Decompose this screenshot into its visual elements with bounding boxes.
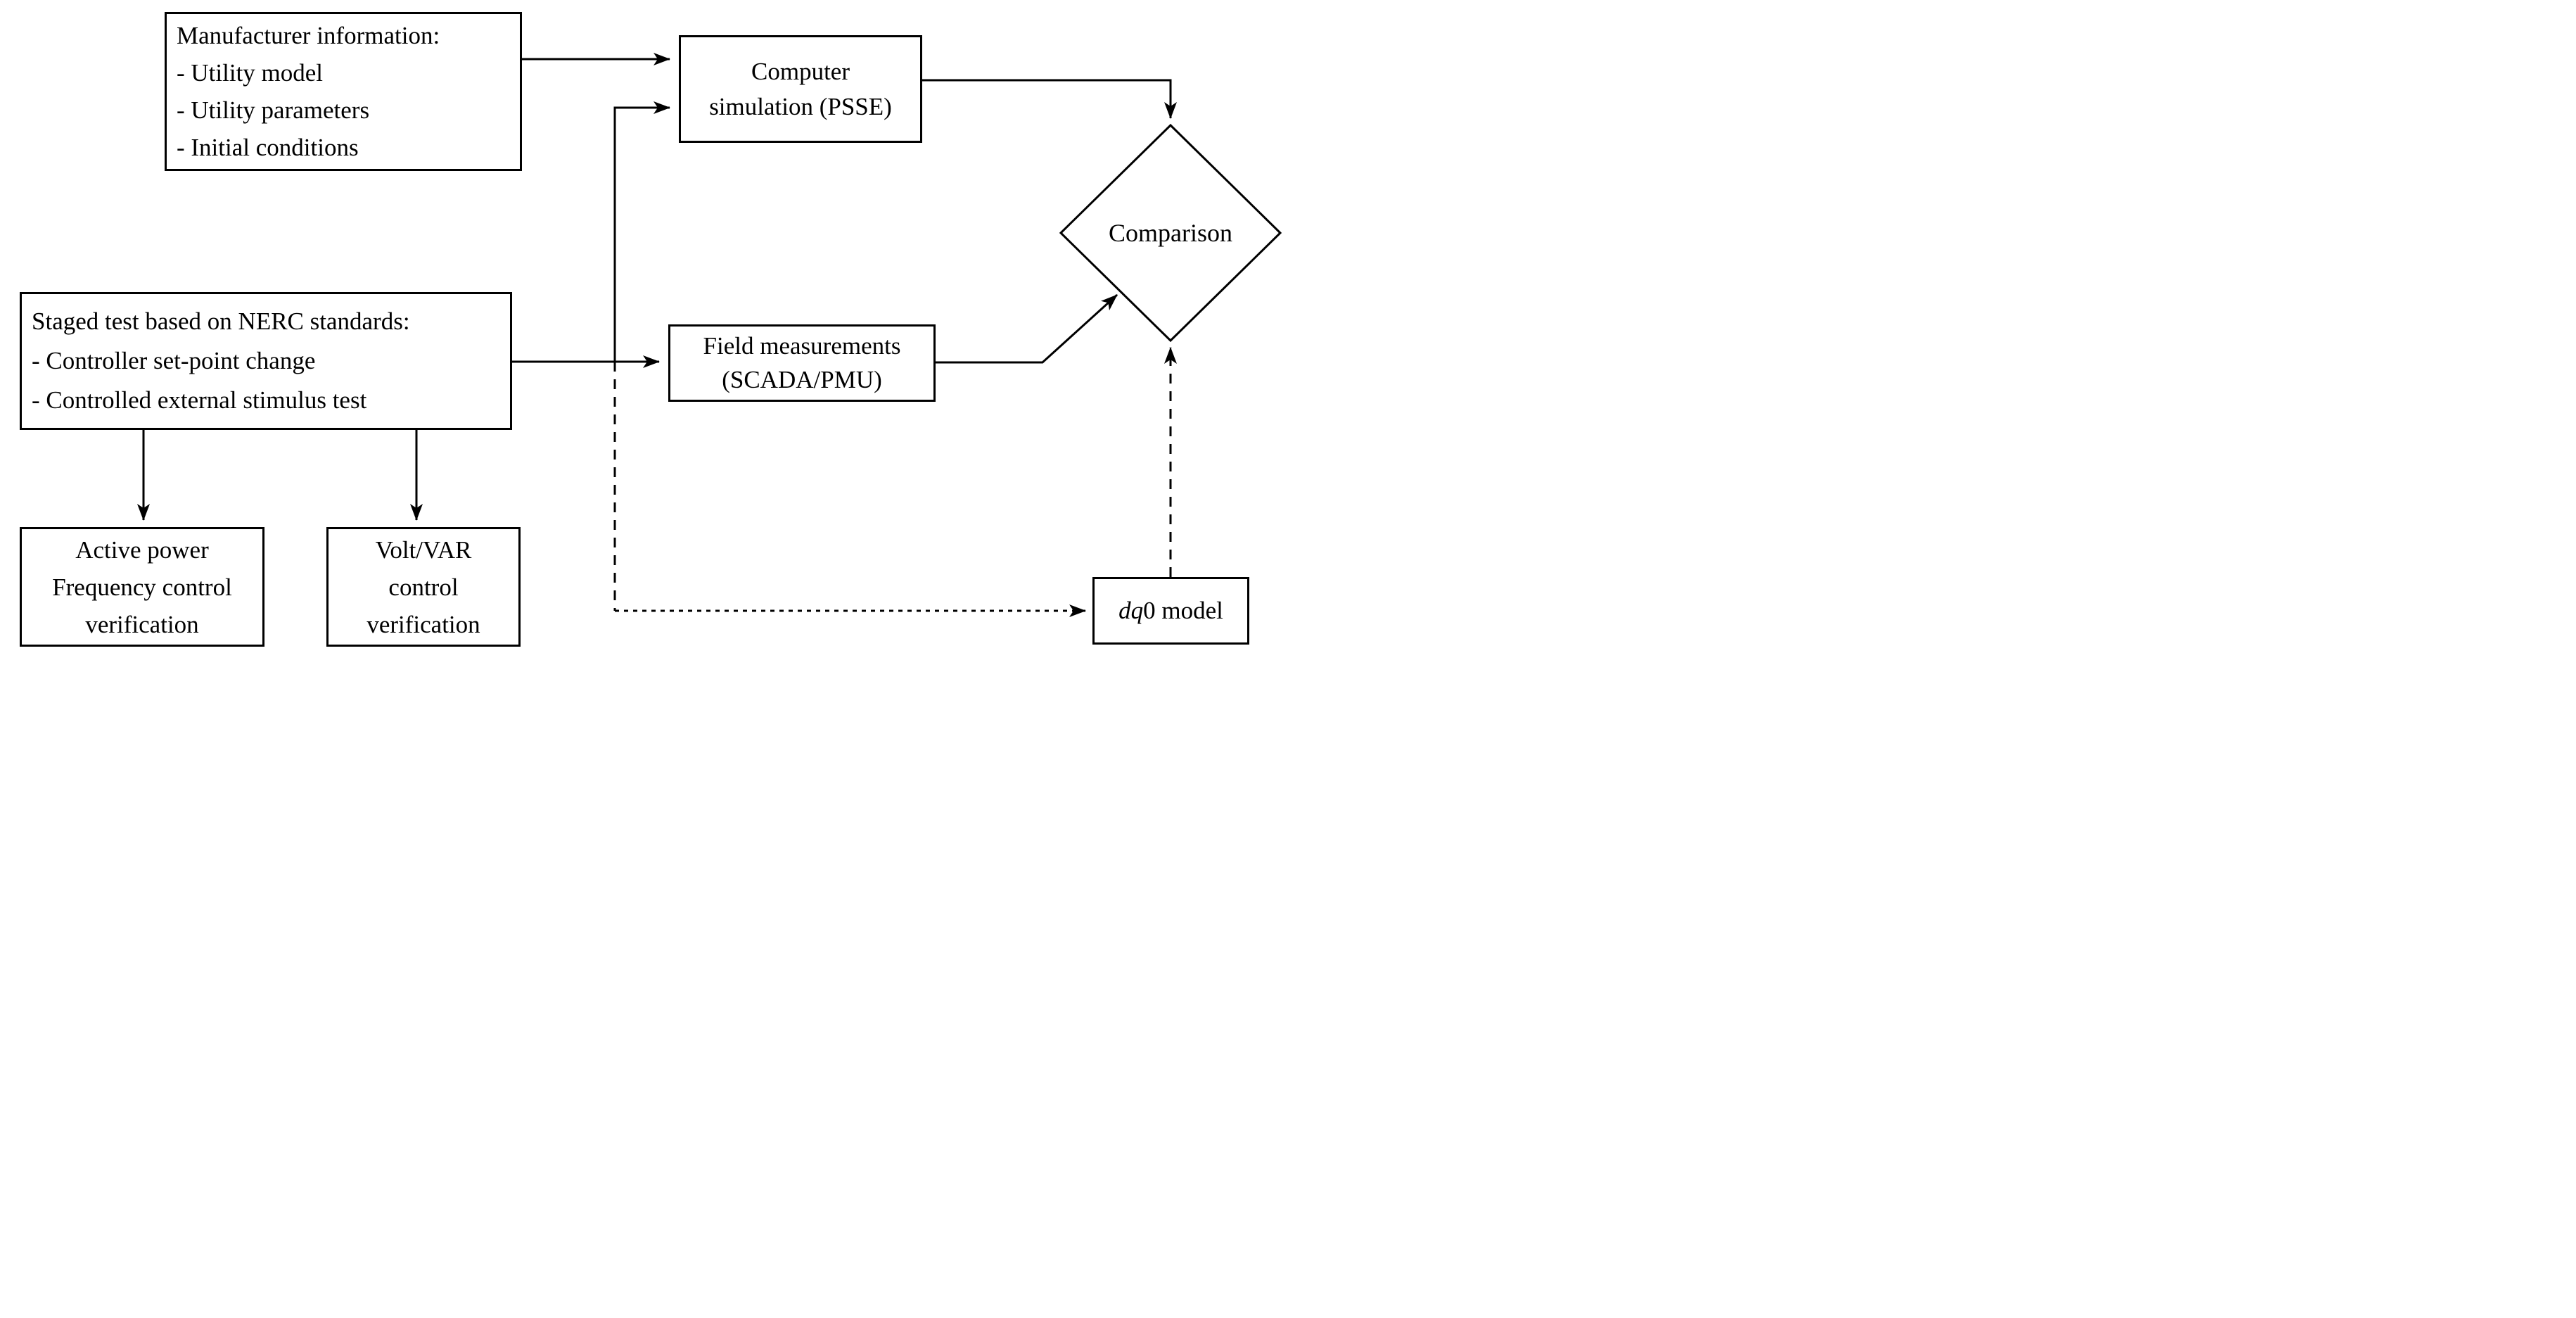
active-power-line3: verification [85,610,199,638]
volt-var-line3: verification [366,610,480,638]
manufacturer-item-utility-model: - Utility model [177,59,324,87]
comparison-diamond [1059,123,1282,343]
field-measurements-box: Field measurements (SCADA/PMU) [668,324,936,402]
staged-test-box: Staged test based on NERC standards: - C… [20,292,512,430]
active-power-verification-box: Active power Frequency control verificat… [20,527,264,647]
computer-simulation-line2: simulation (PSSE) [709,92,892,120]
volt-var-verification-box: Volt/VAR control verification [326,527,521,647]
comparison-label: Comparison [1109,219,1232,247]
dq0-model-box: dq0 model [1092,577,1249,645]
manufacturer-item-initial-conditions: - Initial conditions [177,134,359,161]
volt-var-line1: Volt/VAR [375,536,472,564]
field-measurements-line1: Field measurements [703,332,901,360]
arrow-stagedtest-to-simulation [613,101,670,362]
staged-test-item-setpoint: - Controller set-point change [32,347,316,374]
connector-layer [137,53,1282,617]
field-measurements-line2: (SCADA/PMU) [722,366,882,393]
arrow-fieldmeasurements-to-comparison [936,293,1118,364]
active-power-line1: Active power [75,536,209,564]
active-power-line2: Frequency control [52,573,232,601]
computer-simulation-box: Computer simulation (PSSE) [679,35,922,143]
staged-test-title: Staged test based on NERC standards: [32,308,410,335]
dq0-model-label-rest: 0 model [1143,597,1223,624]
dq0-model-label-italic: dq [1118,597,1144,624]
arrow-simulation-to-comparison [922,79,1177,119]
manufacturer-title: Manufacturer information: [177,22,440,49]
computer-simulation-line1: Computer [751,57,850,85]
volt-var-line2: control [388,573,459,601]
manufacturer-info-box: Manufacturer information: - Utility mode… [165,12,522,171]
flowchart-figure: Manufacturer information: - Utility mode… [0,0,1288,659]
staged-test-item-stimulus: - Controlled external stimulus test [32,386,367,414]
dq0-model-label: dq0 model [1118,593,1223,629]
manufacturer-item-utility-parameters: - Utility parameters [177,96,370,124]
